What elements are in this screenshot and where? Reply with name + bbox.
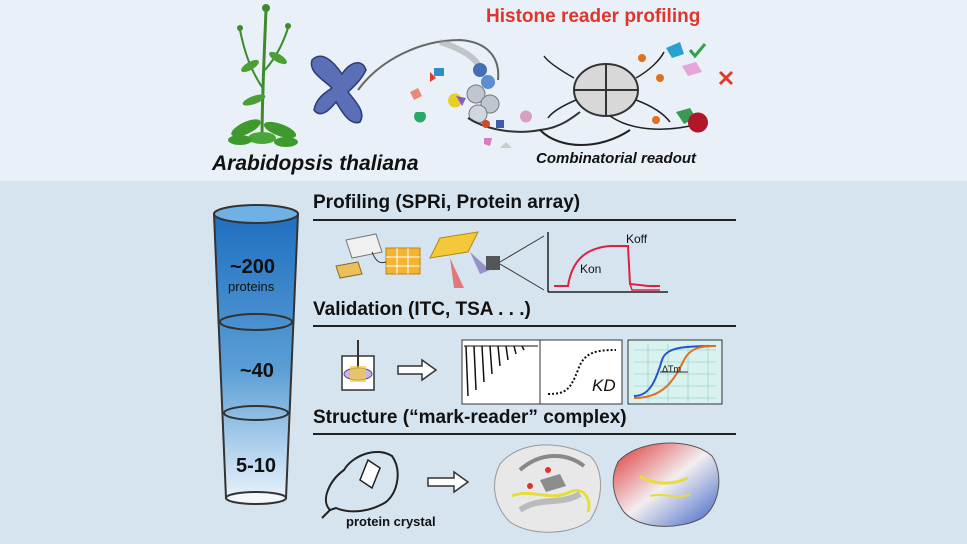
validation-section-title: Validation (ITC, TSA . . .) xyxy=(313,299,531,320)
figure-title: Histone reader profiling xyxy=(486,6,701,27)
check-mark-icon xyxy=(688,43,707,59)
funnel-level2-value: ~40 xyxy=(240,360,274,382)
electrostatic-surface-icon xyxy=(612,442,720,527)
protein-crystal-label: protein crystal xyxy=(346,514,436,529)
thermal-shift-chart xyxy=(627,339,723,405)
funnel-level1-unit: proteins xyxy=(228,279,275,294)
combinatorial-readout-label: Combinatorial readout xyxy=(536,150,697,167)
profiling-section-title: Profiling (SPRi, Protein array) xyxy=(313,192,581,213)
nucleosome-icon xyxy=(539,42,708,146)
itc-cell-icon xyxy=(341,340,375,391)
arrow-icon-2 xyxy=(427,470,470,494)
funnel-level3-value: 5-10 xyxy=(236,455,277,477)
funnel-level1-value: ~200 xyxy=(230,256,276,278)
dtm-label: ΔTm xyxy=(662,364,682,374)
itc-thermogram-chart xyxy=(461,339,541,405)
arabidopsis-plant-icon xyxy=(228,4,298,147)
chromosome-icon xyxy=(310,55,367,124)
sensorgram-chart xyxy=(547,232,668,293)
binding-isotherm-chart xyxy=(539,339,623,405)
koff-label: Koff xyxy=(626,232,648,246)
protein-array-icon xyxy=(335,233,421,279)
screening-funnel xyxy=(212,204,300,505)
chromatin-fiber-icon xyxy=(357,38,581,133)
profiling-divider xyxy=(313,219,736,221)
cross-mark-icon xyxy=(718,70,734,86)
structure-divider xyxy=(313,433,736,435)
reader-modules-icons xyxy=(410,68,532,148)
arrow-icon xyxy=(397,358,438,382)
crystal-loop-icon xyxy=(321,451,399,519)
validation-divider xyxy=(313,325,736,327)
ribbon-structure-icon xyxy=(494,444,601,533)
kon-label: Kon xyxy=(580,262,602,276)
structure-section-title: Structure (“mark-reader” complex) xyxy=(313,407,627,428)
species-label: Arabidopsis thaliana xyxy=(212,152,419,175)
spri-instrument-icon xyxy=(429,231,545,291)
kd-label: KD xyxy=(592,376,616,395)
